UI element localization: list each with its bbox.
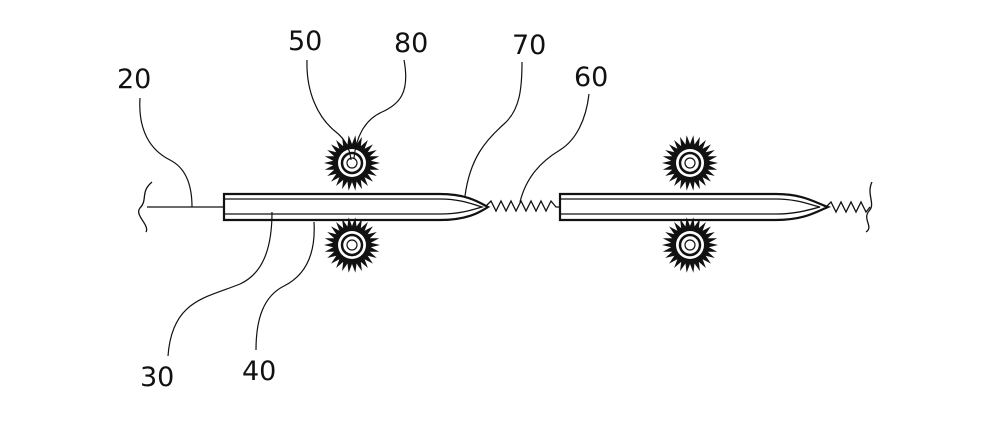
roller-lower-right xyxy=(662,217,718,273)
right-tube-assembly xyxy=(560,194,828,220)
roller-axle xyxy=(685,240,695,250)
leader-70 xyxy=(465,62,522,196)
right-outer-tube xyxy=(560,194,828,220)
roller-upper-left xyxy=(324,135,380,191)
ref-label-60: 60 xyxy=(574,62,608,93)
leader-20 xyxy=(140,98,192,207)
roller-axle xyxy=(685,158,695,168)
ref-label-20: 20 xyxy=(117,64,151,95)
ref-label-70: 70 xyxy=(512,30,546,61)
ref-label-80: 80 xyxy=(394,28,428,59)
roller-axle xyxy=(347,158,357,168)
roller-lower-left xyxy=(324,217,380,273)
connecting-strand-60 xyxy=(486,201,560,211)
leader-60 xyxy=(520,94,589,202)
connecting-strand-60-right xyxy=(826,202,870,212)
roller-axle xyxy=(347,240,357,250)
ref-label-40: 40 xyxy=(242,356,276,387)
left-tube-assembly xyxy=(224,194,488,220)
roller-upper-right xyxy=(662,135,718,191)
leader-80 xyxy=(354,60,406,158)
ref-label-30: 30 xyxy=(140,362,174,393)
leader-40 xyxy=(256,222,314,350)
ref-label-50: 50 xyxy=(288,26,322,57)
left-outer-tube-40 xyxy=(224,194,488,220)
right-break-mark xyxy=(866,182,872,232)
